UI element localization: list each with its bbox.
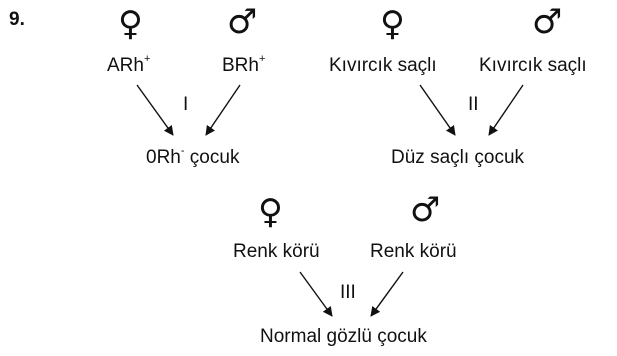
cross3-female-label: Renk körü xyxy=(233,241,320,262)
cross1-child-prefix: 0Rh xyxy=(146,147,181,168)
cross1-female-sup: + xyxy=(143,53,151,65)
cross2-right-arrow xyxy=(488,84,524,136)
cross1-female-text: ARh xyxy=(107,55,144,76)
male-symbol-icon: ♂ xyxy=(410,190,441,230)
cross3-right-arrow xyxy=(370,271,404,317)
female-symbol-icon: ♀ xyxy=(118,4,143,44)
male-symbol-icon: ♂ xyxy=(532,2,563,42)
cross2-child-label: Düz saçlı çocuk xyxy=(391,147,525,168)
cross1-child-sup: - xyxy=(180,145,185,157)
cross1-male-sup: + xyxy=(258,53,266,65)
cross1-right-arrow xyxy=(205,84,241,136)
cross2-female-label: Kıvırcık saçlı xyxy=(329,55,437,76)
cross1-female-label: ARh+ xyxy=(107,53,151,76)
cross3-left-arrow xyxy=(299,271,333,317)
cross1-male-text: BRh xyxy=(222,55,259,76)
female-symbol-icon: ♀ xyxy=(380,4,405,44)
question-number: 9. xyxy=(9,9,25,30)
cross1-left-arrow xyxy=(136,84,174,136)
male-symbol-icon: ♂ xyxy=(227,2,258,42)
female-symbol-icon: ♀ xyxy=(258,192,283,232)
cross1-child-label: 0Rh- çocuk xyxy=(146,145,240,168)
cross1-child-suffix: çocuk xyxy=(184,147,240,168)
cross1-male-label: BRh+ xyxy=(222,53,266,76)
cross3-male-label: Renk körü xyxy=(370,241,457,262)
cross2-male-label: Kıvırcık saçlı xyxy=(479,55,587,76)
cross3-child-label: Normal gözlü çocuk xyxy=(260,326,427,347)
cross3-roman: III xyxy=(340,282,356,303)
cross1-roman: I xyxy=(183,94,189,115)
cross2-left-arrow xyxy=(419,84,456,136)
cross2-roman: II xyxy=(468,94,479,115)
